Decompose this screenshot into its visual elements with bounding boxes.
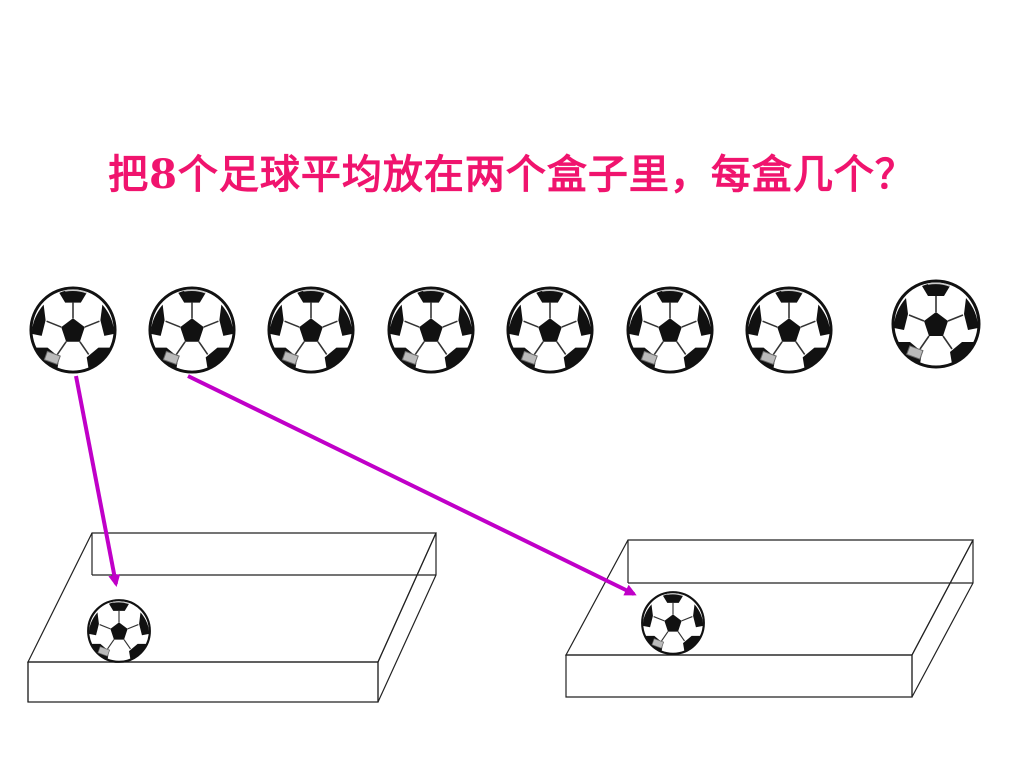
ball-row (29, 279, 981, 374)
soccer-ball-icon (387, 286, 475, 374)
soccer-ball-icon (891, 279, 981, 369)
soccer-ball-icon (626, 286, 714, 374)
arrow-icon (74, 375, 121, 587)
soccer-ball-icon (148, 286, 236, 374)
soccer-ball-icon (29, 286, 117, 374)
right-box (564, 539, 974, 698)
problem-title: 把8个足球平均放在两个盒子里，每盒几个？ (108, 151, 916, 198)
soccer-ball-icon (641, 591, 705, 655)
arrow-icon (187, 374, 637, 596)
left-box (27, 532, 437, 703)
soccer-ball-icon (267, 286, 355, 374)
soccer-ball-icon (506, 286, 594, 374)
soccer-ball-icon (745, 286, 833, 374)
soccer-ball-icon (87, 599, 151, 663)
